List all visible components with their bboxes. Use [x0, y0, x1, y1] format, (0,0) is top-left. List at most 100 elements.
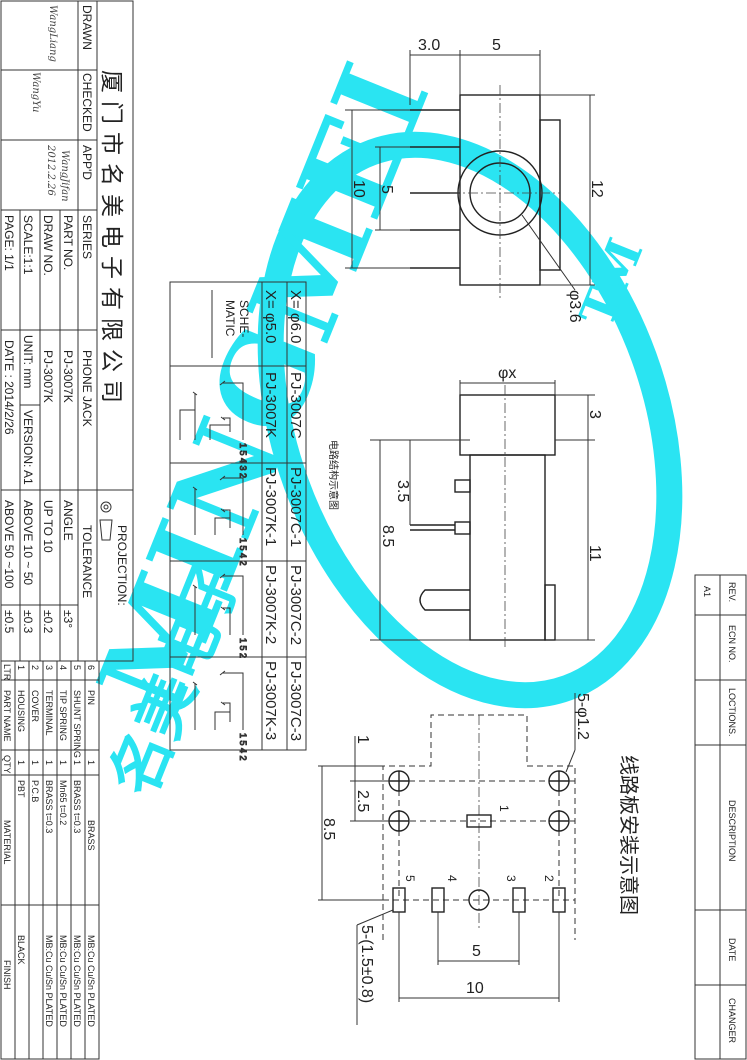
locations-header: LOCTIONS. — [727, 688, 737, 737]
unit: UNIT: mm — [21, 335, 35, 388]
series-value: PHONE JACK — [80, 350, 94, 427]
dim-5: 5 — [492, 37, 501, 54]
part-name: TIP SPRING — [58, 690, 68, 741]
tolerance-value: ±0.3 — [21, 610, 35, 634]
part-material: BRASS t=0.3 — [44, 780, 54, 833]
side-view: φx 3 11 8.5 3.5 电路结构示意图 — [327, 365, 603, 650]
part-material: BRASS — [86, 820, 96, 851]
dim-12: 12 — [588, 180, 605, 198]
part-ltr: 6 — [86, 665, 96, 670]
appd-date: 2012.2.26 — [45, 144, 56, 197]
parts-row: 3 TERMINAL 1 BRASS t=0.3 MB:Cu Cu/Sn PLA… — [44, 665, 54, 1027]
drawing-date: DATE : 2014/2/26 — [2, 340, 16, 435]
part-name: HOUSING — [16, 690, 26, 732]
pin-numbers: 1 5 4 2 — [238, 538, 248, 566]
dim-10: 10 — [350, 180, 367, 198]
page-number: PAGE: 1/1 — [2, 215, 16, 271]
pin-label: 2 — [542, 875, 556, 882]
header-part-name: PART NAME — [2, 690, 12, 742]
draw-no-value: PJ-3007K — [41, 350, 55, 403]
model-k: PJ-3007K-3 — [262, 661, 279, 740]
part-name: TERMINAL — [44, 690, 54, 736]
header-qty: QTY — [2, 755, 12, 774]
model-k: PJ-3007K-2 — [262, 565, 279, 644]
part-ltr: 1 — [16, 665, 26, 670]
part-qty: 1 — [44, 760, 54, 765]
tolerance-label: TOLERANCE — [80, 525, 94, 598]
revision-table: REV. ECN NO. LOCTIONS. DESCRIPTION DATE … — [694, 574, 747, 1060]
drawn-signature: WangLiang — [47, 5, 58, 62]
parts-row: 5 SHUNT SPRING 1 BRASS t=0.3 MB:Cu Cu/Sn… — [72, 665, 82, 1027]
company-name: 厦门市名美电子有限公司 — [99, 70, 125, 411]
appd-label: APP'D — [80, 145, 94, 180]
pin-label: 3 — [504, 875, 518, 882]
version: VERSION: A1 — [21, 410, 35, 485]
scale: SCALE:1:1 — [21, 215, 35, 275]
slot-spec: 5-(1.5±0.8) — [358, 925, 375, 1003]
part-material: P.C.B — [30, 780, 40, 802]
model-c: PJ-3007C — [287, 372, 304, 439]
schematic-table: X= φ6.0 X= φ5.0 SCHE- MATIC PJ-3007C PJ-… — [169, 281, 307, 761]
projection-symbol-icon — [99, 501, 113, 541]
model-c: PJ-3007C-1 — [287, 467, 304, 547]
description-header: DESCRIPTION — [727, 800, 737, 862]
parts-row: 1 HOUSING 1 PBT BLACK — [16, 665, 26, 965]
tolerance-range: ABOVE 50 ~100 — [2, 500, 16, 589]
changer-header: CHANGER — [727, 998, 737, 1044]
part-name: PIN — [86, 690, 96, 705]
tolerance-value: ±0.5 — [2, 610, 16, 634]
schematic-symbol: 1 5 4 2 — [192, 475, 249, 566]
tolerance-range: UP TO 10 — [41, 500, 55, 553]
dim-8-5: 8.5 — [379, 525, 396, 547]
tolerance-range: ABOVE 10 ~ 50 — [21, 500, 35, 585]
dim-phi-x: φx — [498, 365, 516, 382]
dim-phi-3-6: φ3.6 — [566, 290, 583, 323]
circuit-structure-caption: 电路结构示意图 — [327, 440, 340, 510]
part-material: Mn65 t=0.2 — [58, 780, 68, 825]
date-header: DATE — [727, 938, 737, 961]
rev-value: A1 — [702, 586, 712, 597]
schematic-label: SCHE- — [237, 300, 251, 337]
model-c: PJ-3007C-2 — [287, 565, 304, 645]
rev-header: REV. — [727, 582, 737, 602]
tolerance-value: ±0.2 — [41, 610, 55, 634]
pin-label: 4 — [445, 875, 459, 882]
part-ltr: 3 — [44, 665, 54, 670]
part-material: BRASS t=0.3 — [72, 780, 82, 833]
part-finish: MB:Cu Cu/Sn PLATED — [72, 935, 82, 1027]
pin-label: 5 — [403, 875, 417, 882]
tolerance-value: ±3° — [61, 610, 75, 628]
dim-3-0: 3.0 — [418, 37, 440, 54]
tolerance-range: ANGLE — [61, 500, 75, 541]
part-qty: 1 — [30, 760, 40, 765]
header-material: MATERIAL — [2, 820, 12, 864]
schematic-label: MATIC — [223, 300, 237, 337]
pin-numbers: 1 5 2 — [238, 638, 248, 658]
part-material: PBT — [16, 780, 26, 798]
series-label: SERIES — [80, 215, 94, 259]
part-qty: 1 — [86, 760, 96, 765]
dim-1: 1 — [354, 735, 371, 744]
parts-row: 6 PIN 1 BRASS MB:Cu Cu/Sn PLATED — [86, 665, 96, 1027]
row-label-k: X= φ5.0 — [262, 290, 279, 344]
dim-3: 3 — [586, 410, 603, 419]
pcb-footprint: 1 2 3 4 5 5-φ1.2 5-(1.5±0.8) 1 2.5 8.5 5… — [318, 693, 640, 1025]
drawn-label: DRAWN — [80, 5, 94, 50]
dim-2-5: 2.5 — [354, 790, 371, 812]
part-ltr: 4 — [58, 665, 68, 670]
pcb-mounting-caption: 线路板安装示意图 — [617, 755, 640, 915]
pin-label: 1 — [497, 805, 511, 812]
dim-5-spacing: 5 — [472, 943, 481, 960]
pin-numbers: 1 5 4 3 2 — [238, 443, 248, 478]
part-no-value: PJ-3007K — [61, 350, 75, 403]
pin-numbers: 1 5 4 2 — [238, 733, 248, 761]
dim-8-5: 8.5 — [320, 818, 337, 840]
title-block: DRAWN CHECKED APP'D WangLiang WangYu Wan… — [0, 0, 134, 662]
part-finish: MB:Cu Cu/Sn PLATED — [86, 935, 96, 1027]
part-finish: MB:Cu Cu/Sn PLATED — [44, 935, 54, 1027]
schematic-symbol: 1 5 4 2 — [192, 670, 249, 761]
parts-row: 4 TIP SPRING 1 Mn65 t=0.2 MB:Cu Cu/Sn PL… — [58, 665, 68, 1027]
dim-3-5: 3.5 — [394, 480, 411, 502]
